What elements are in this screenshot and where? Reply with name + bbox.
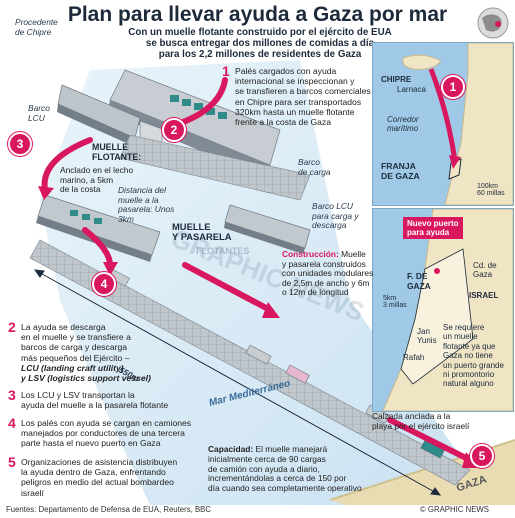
rafah-label: Rafah (403, 353, 425, 362)
step-5: 5 Organizaciones de asistencia distribuy… (8, 454, 178, 498)
trucks (105, 267, 445, 459)
page-title: Plan para llevar ayuda a Gaza por mar (67, 3, 448, 26)
scene-step-3: 3 (8, 132, 32, 156)
step-4: 4 Los palés con ayuda se cargan en camio… (8, 415, 192, 449)
distance-arrow (33, 269, 442, 496)
flotantes-label: FLOTANTES (196, 246, 250, 256)
map-chipre-label: CHIPRE (381, 75, 412, 84)
scene-step-5: 5 (470, 444, 494, 468)
lcu-ship-right (224, 204, 311, 254)
floating-pier (119, 134, 311, 201)
map-step-badge: 1 (441, 75, 465, 99)
globe-icon (477, 7, 509, 39)
copyright: © GRAPHIC NEWS (420, 505, 489, 514)
sources-footer: Fuentes: Departamento de Defensa de EUA,… (6, 505, 211, 514)
map-larnaca-label: Larnaca (397, 85, 426, 94)
scene-step-4: 4 (92, 272, 116, 296)
capacity-note: Capacidad: El muelle manejará inicialmen… (208, 444, 362, 494)
construccion-note: Construcción: Muelle y pasarela construi… (282, 249, 374, 298)
causeway (29, 239, 471, 486)
page-subtitle: Con un muelle flotante construido por el… (128, 27, 392, 61)
israel-label: ISRAEL (469, 291, 499, 300)
scene-step-2: 2 (162, 118, 186, 142)
